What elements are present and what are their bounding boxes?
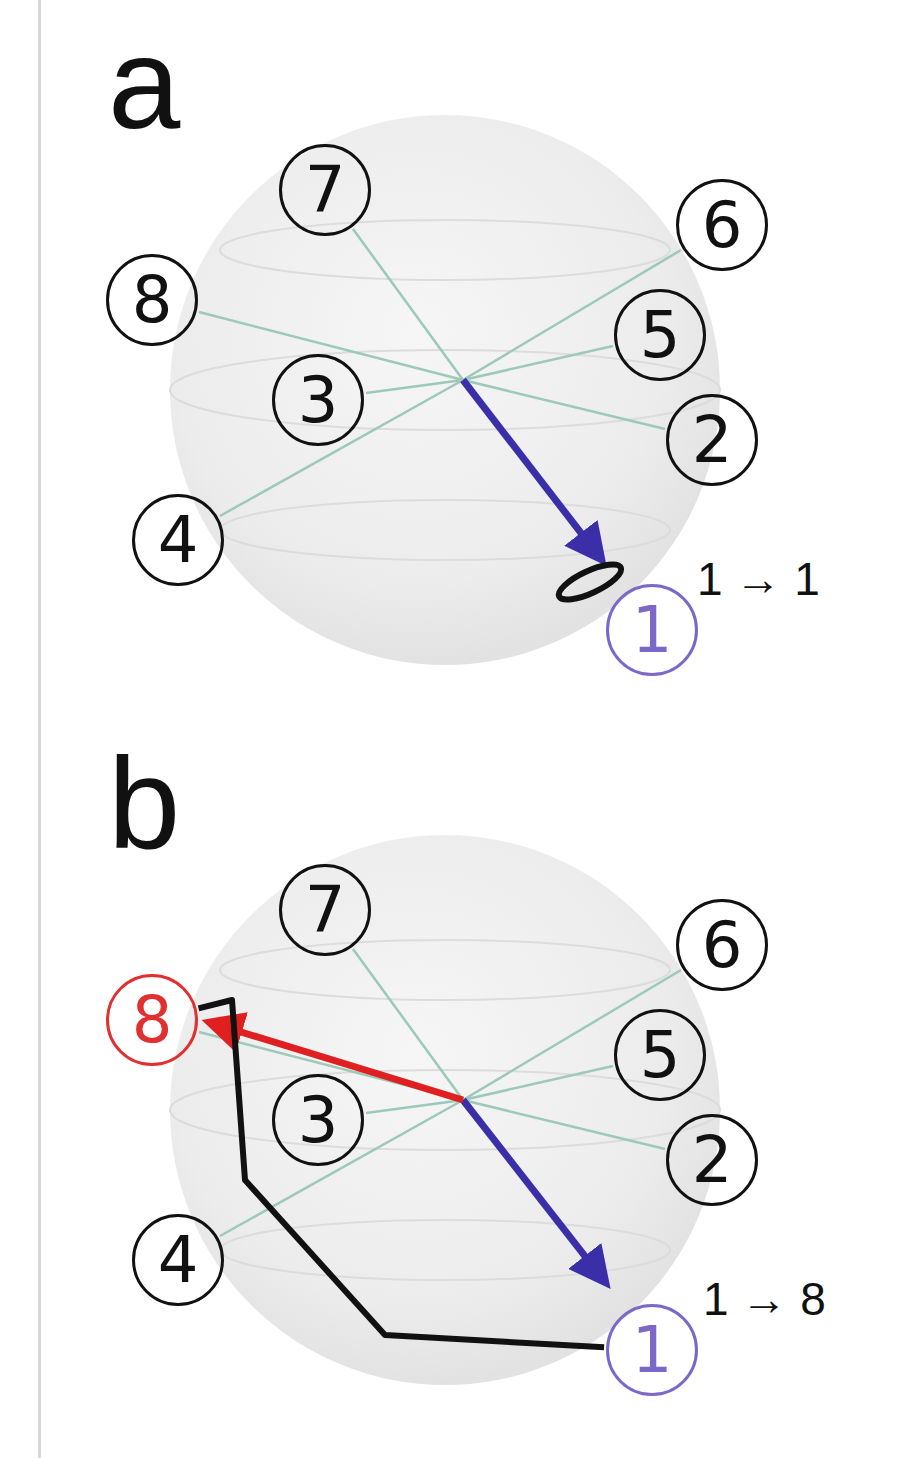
circle-number: 1 xyxy=(632,598,673,662)
panel-letter: b xyxy=(108,728,180,878)
circle-number: 1 xyxy=(632,1318,673,1382)
numbered-circle: 6 xyxy=(676,899,768,991)
circle-number: 2 xyxy=(692,408,733,472)
circle-number: 5 xyxy=(640,1023,681,1087)
circle-number: 2 xyxy=(692,1128,733,1192)
numbered-circle: 2 xyxy=(666,1114,758,1206)
numbered-circle: 3 xyxy=(272,1074,364,1166)
trajectory-path xyxy=(199,1000,605,1347)
numbered-circle: 6 xyxy=(676,179,768,271)
numbered-circle: 1 xyxy=(606,584,698,676)
numbered-circle: 8 xyxy=(106,254,198,346)
circle-number: 6 xyxy=(702,193,743,257)
circle-number: 7 xyxy=(305,878,346,942)
circle-number: 8 xyxy=(132,268,173,332)
circle-number: 7 xyxy=(305,158,346,222)
numbered-circle: 2 xyxy=(666,394,758,486)
circle-number: 4 xyxy=(158,1228,199,1292)
panel-letter: a xyxy=(108,8,180,158)
numbered-circle: 1 xyxy=(606,1304,698,1396)
numbered-circle: 5 xyxy=(614,289,706,381)
circle-number: 5 xyxy=(640,303,681,367)
numbered-circle: 5 xyxy=(614,1009,706,1101)
numbered-circle: 4 xyxy=(132,1214,224,1306)
numbered-circle: 3 xyxy=(272,354,364,446)
circle-number: 4 xyxy=(158,508,199,572)
numbered-circle: 8 xyxy=(106,974,198,1066)
side-rule xyxy=(38,0,41,1458)
circle-number: 3 xyxy=(298,368,339,432)
circle-number: 3 xyxy=(298,1088,339,1152)
numbered-circle: 7 xyxy=(279,144,371,236)
circle-number: 8 xyxy=(132,988,173,1052)
circle-number: 6 xyxy=(702,913,743,977)
mapping-label: 1 → 1 xyxy=(697,552,820,606)
numbered-circle: 7 xyxy=(279,864,371,956)
numbered-circle: 4 xyxy=(132,494,224,586)
mapping-label: 1 → 8 xyxy=(703,1272,826,1326)
